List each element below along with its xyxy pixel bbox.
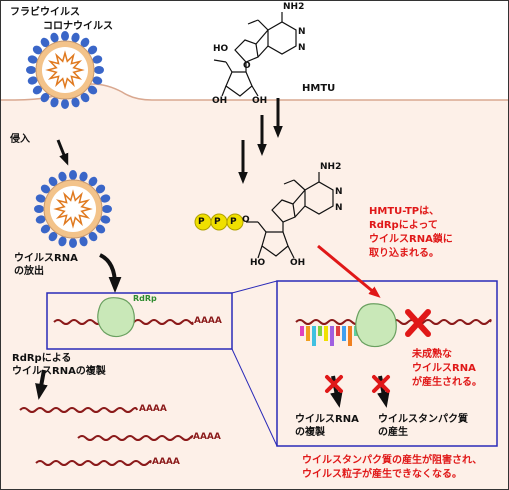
mechanism-note: 取り込まれる。	[369, 248, 439, 259]
rdrp-label: RdRp	[133, 294, 157, 303]
conclusion-text: ウイルス粒子が産生できなくなる。	[302, 469, 462, 480]
replication-arrow	[35, 369, 48, 400]
poly-a-tail-label: AAAA	[194, 316, 222, 326]
block-x-icon	[372, 375, 390, 393]
hydroxyl-label: OH	[252, 96, 268, 106]
ring-nitrogen-label: N	[335, 187, 343, 197]
mechanism-note: RdRpによって	[369, 220, 438, 231]
blocked-replication-label: ウイルスRNA	[295, 414, 359, 425]
rna-copy-strand	[35, 460, 152, 466]
release-step-label: の放出	[14, 266, 44, 277]
phosphate-group	[194, 213, 244, 231]
virus-type-label: フラビウイルス	[10, 7, 80, 18]
hydroxyl-label: OH	[212, 96, 228, 106]
rna-copy-strand	[19, 407, 138, 413]
block-x-icon	[405, 309, 431, 337]
mechanism-note: ウイルスRNA鎖に	[369, 234, 453, 245]
amino-group-label: NH2	[320, 162, 342, 172]
replication-step-label: RdRpによる	[12, 353, 72, 364]
phosphate-label: P	[230, 217, 237, 227]
replication-step-label: ウイルスRNAの複製	[12, 366, 106, 377]
ring-nitrogen-label: N	[298, 27, 306, 37]
phosphate-label: P	[214, 217, 221, 227]
block-x-icon	[325, 375, 343, 393]
rdrp-enzyme-icon	[97, 297, 135, 338]
rdrp-enzyme-icon	[355, 303, 397, 348]
conclusion-text: ウイルスタンパク質の産生が阻害され、	[302, 455, 483, 466]
ring-nitrogen-label: N	[298, 43, 306, 53]
poly-a-tail-label: AAAA	[193, 432, 221, 442]
immature-rna-note: ウイルスRNA	[412, 363, 476, 374]
virus-type-label: コロナウイルス	[43, 21, 113, 32]
blocked-protein-label: ウイルスタンパク質	[378, 414, 468, 425]
phosphate-label: P	[198, 217, 205, 227]
blocked-protein-label: の産生	[378, 427, 408, 438]
mechanism-detail-box	[276, 280, 498, 447]
release-arrow	[99, 253, 122, 293]
immature-rna-note: 未成熟な	[412, 349, 452, 360]
blocked-replication-label: の複製	[295, 427, 325, 438]
virus-icon	[34, 170, 112, 248]
replication-box	[46, 292, 233, 350]
amino-group-label: NH2	[283, 2, 305, 12]
hydroxyl-label: HO	[213, 44, 229, 54]
ring-oxygen-label: O	[243, 61, 251, 71]
linker-oxygen-label: O	[242, 215, 250, 225]
poly-a-tail-label: AAAA	[139, 404, 167, 414]
mechanism-note: HMTU-TPは、	[369, 206, 440, 217]
compound-name: HMTU	[302, 83, 336, 94]
release-step-label: ウイルスRNA	[14, 253, 78, 264]
incorporation-arrow	[317, 244, 381, 298]
entry-arrow	[56, 139, 69, 166]
zoom-connector	[231, 348, 278, 447]
rna-copy-strand	[77, 435, 194, 441]
hydroxyl-label: OH	[290, 258, 306, 268]
entry-step-label: 侵入	[10, 134, 30, 145]
immature-rna-note: が産生される。	[412, 377, 482, 388]
hmtu-tp-structure	[246, 172, 334, 259]
poly-a-tail-label: AAAA	[152, 457, 180, 467]
zoom-connector	[231, 280, 278, 294]
hmtu-structure	[213, 12, 297, 97]
ring-nitrogen-label: N	[335, 203, 343, 213]
hydroxyl-label: HO	[250, 258, 266, 268]
virus-icon	[26, 31, 104, 109]
